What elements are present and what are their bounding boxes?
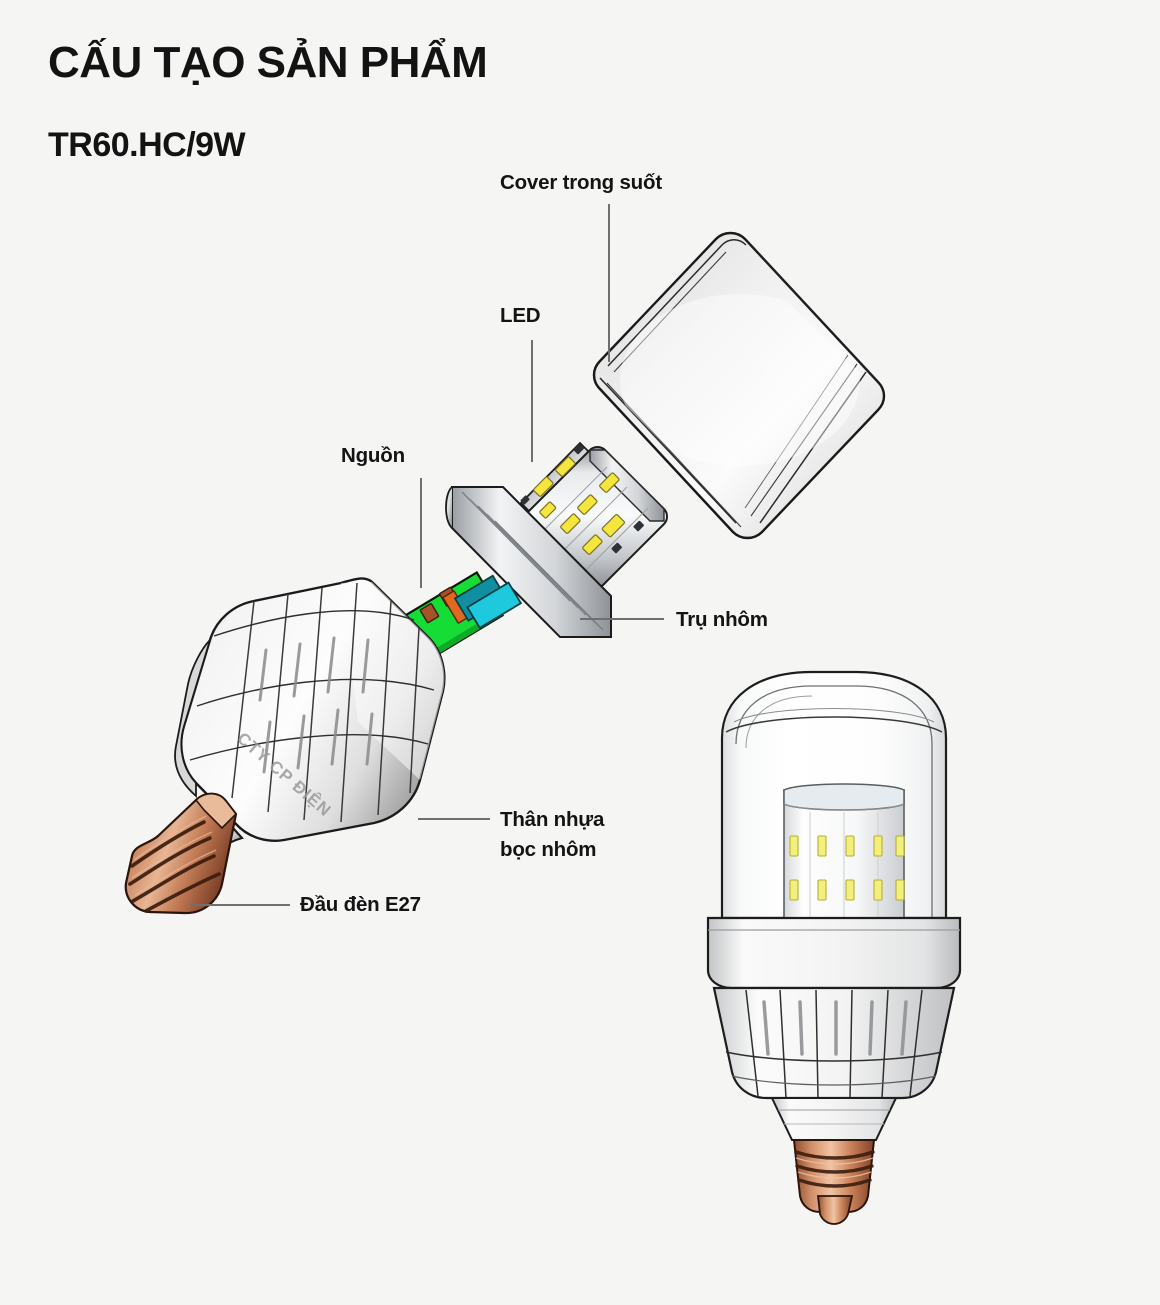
callout-aluminum-column: Trụ nhôm [676,608,768,631]
part-e27-base [124,792,238,915]
page-title: CẤU TẠO SẢN PHẨM [48,38,488,87]
assembled-neck [770,1097,898,1141]
leader-line-driver [420,478,422,588]
part-cover-transparent [592,231,886,540]
assembled-heatsink-fins [712,986,956,1100]
callout-driver: Nguồn [341,444,405,467]
callout-cover-transparent: Cover trong suốt [500,171,662,194]
leader-line-cover [608,204,610,362]
product-model: TR60.HC/9W [48,126,246,164]
leader-line-heatsink [580,618,664,620]
leader-line-led [531,340,533,462]
assembled-collar [706,916,962,990]
callout-e27-base: Đầu đèn E27 [300,893,421,916]
assembled-bulb-artwork [660,640,1060,1225]
callout-led: LED [500,304,541,327]
callout-plastic-body-line2: bọc nhôm [500,837,597,861]
leader-line-body [418,818,490,820]
leader-line-base [190,904,290,906]
assembled-led-column [783,783,905,923]
callout-plastic-body-line1: Thân nhựa [500,808,605,831]
assembled-e27-base [792,1139,876,1225]
callout-plastic-body: Thân nhựa bọc nhôm [500,805,604,864]
part-aluminum-column [445,486,612,638]
